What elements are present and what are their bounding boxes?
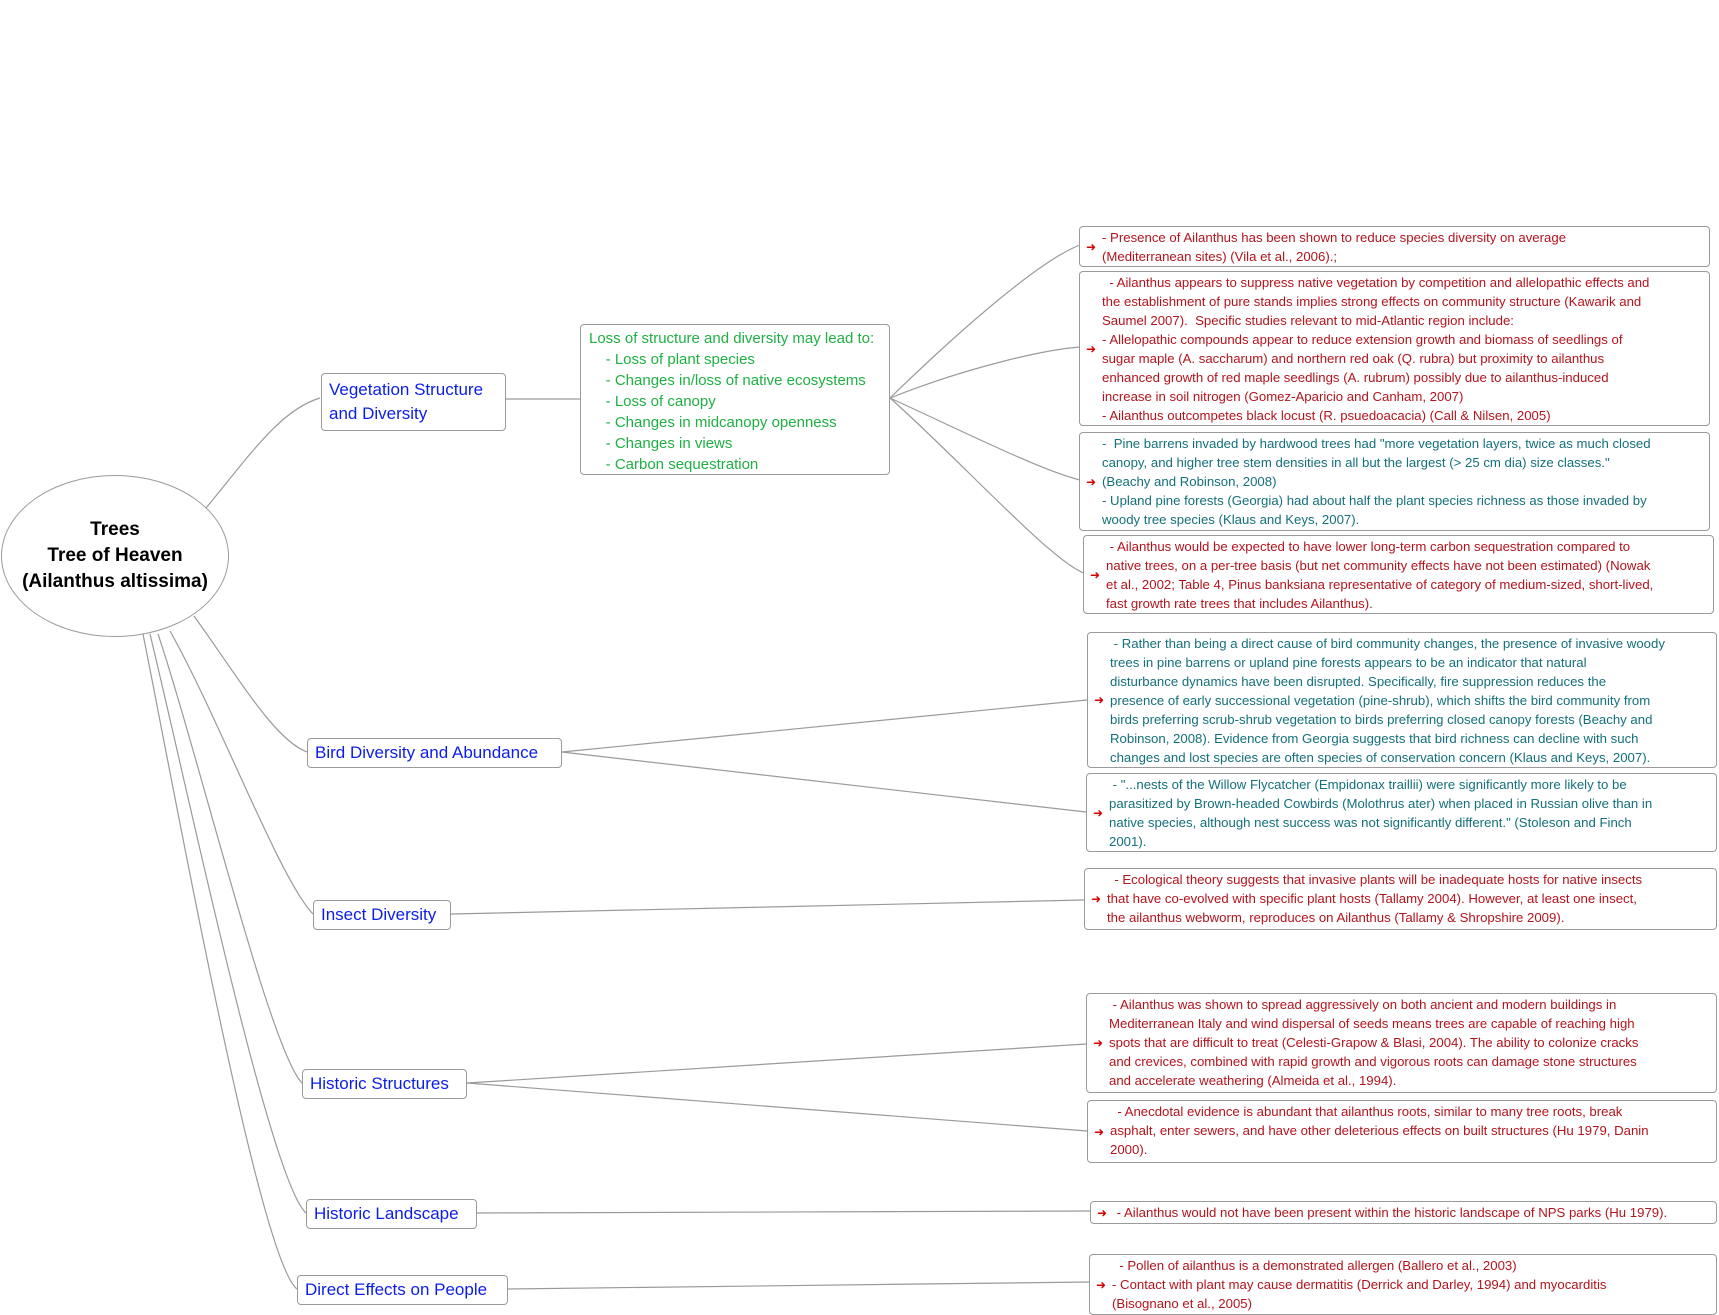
connector-landscape-1 bbox=[476, 1210, 1091, 1214]
red-arrow-icon: ➜ bbox=[1094, 693, 1105, 707]
red-arrow-icon: ➜ bbox=[1086, 239, 1097, 254]
branch-historic-structures[interactable]: Historic Structures bbox=[302, 1069, 467, 1099]
red-arrow-icon: ➜ bbox=[1086, 341, 1097, 356]
leaf-text: - Pine barrens invaded by hardwood trees… bbox=[1102, 436, 1651, 527]
leaf-text: - Ailanthus would be expected to have lo… bbox=[1106, 539, 1654, 611]
connector-root-insect bbox=[169, 630, 314, 915]
connector-summary-veg1 bbox=[889, 244, 1081, 399]
leaf-text: - Ailanthus was shown to spread aggressi… bbox=[1109, 997, 1639, 1088]
leaf-bird-flycatcher[interactable]: ➜ - "...nests of the Willow Flycatcher (… bbox=[1086, 773, 1717, 852]
leaf-text: - Pollen of ailanthus is a demonstrated … bbox=[1112, 1258, 1607, 1311]
red-arrow-icon: ➜ bbox=[1093, 805, 1104, 820]
connector-root-people bbox=[142, 633, 298, 1290]
leaf-veg-species-diversity[interactable]: ➜ - Presence of Ailanthus has been shown… bbox=[1079, 226, 1710, 267]
leaf-text: - Ailanthus would not have been present … bbox=[1113, 1205, 1668, 1220]
leaf-structures-roots[interactable]: ➜ - Anecdotal evidence is abundant that … bbox=[1087, 1100, 1717, 1163]
branch-direct-effects-people[interactable]: Direct Effects on People bbox=[297, 1275, 508, 1305]
red-arrow-icon: ➜ bbox=[1090, 567, 1101, 582]
leaf-text: - Ecological theory suggests that invasi… bbox=[1107, 872, 1643, 925]
root-node: Trees Tree of Heaven (Ailanthus altissim… bbox=[1, 475, 229, 637]
red-arrow-icon: ➜ bbox=[1094, 1124, 1105, 1139]
connector-root-structures bbox=[157, 633, 303, 1084]
root-subtitle: Tree of Heaven bbox=[47, 545, 183, 566]
vegetation-summary-node[interactable]: Loss of structure and diversity may lead… bbox=[580, 324, 890, 475]
connector-root-vegetation bbox=[205, 397, 321, 509]
connector-summary-veg4 bbox=[889, 397, 1085, 574]
red-arrow-icon: ➜ bbox=[1096, 1277, 1107, 1292]
leaf-text: - Rather than being a direct cause of bi… bbox=[1110, 636, 1665, 765]
leaf-insect-hosts[interactable]: ➜ - Ecological theory suggests that inva… bbox=[1084, 868, 1717, 930]
red-arrow-icon: ➜ bbox=[1091, 892, 1102, 906]
connector-summary-veg3 bbox=[889, 397, 1081, 481]
connector-structures-2 bbox=[466, 1082, 1088, 1132]
leaf-veg-pine-barrens[interactable]: ➜ - Pine barrens invaded by hardwood tre… bbox=[1079, 432, 1710, 531]
connector-bird-2 bbox=[561, 751, 1087, 813]
leaf-text: - Anecdotal evidence is abundant that ai… bbox=[1110, 1104, 1649, 1157]
connector-people-1 bbox=[507, 1281, 1090, 1290]
leaf-structures-spread[interactable]: ➜ - Ailanthus was shown to spread aggres… bbox=[1086, 993, 1717, 1093]
root-title: Trees bbox=[90, 519, 140, 540]
leaf-veg-native-suppression[interactable]: ➜ - Ailanthus appears to suppress native… bbox=[1079, 271, 1710, 426]
leaf-text: - Presence of Ailanthus has been shown t… bbox=[1102, 230, 1567, 264]
connector-root-bird bbox=[193, 615, 308, 753]
connector-root-landscape bbox=[149, 633, 307, 1214]
leaf-text: - "...nests of the Willow Flycatcher (Em… bbox=[1109, 777, 1653, 849]
leaf-veg-carbon[interactable]: ➜ - Ailanthus would be expected to have … bbox=[1083, 535, 1714, 614]
branch-insect-diversity[interactable]: Insect Diversity bbox=[313, 900, 451, 930]
branch-historic-landscape[interactable]: Historic Landscape bbox=[306, 1199, 477, 1229]
red-arrow-icon: ➜ bbox=[1093, 1036, 1104, 1050]
branch-bird-diversity[interactable]: Bird Diversity and Abundance bbox=[307, 738, 562, 768]
root-species: (Ailanthus altissima) bbox=[22, 571, 208, 592]
leaf-bird-community[interactable]: ➜ - Rather than being a direct cause of … bbox=[1087, 632, 1717, 768]
branch-vegetation-structure[interactable]: Vegetation Structure and Diversity bbox=[321, 373, 506, 431]
connector-summary-veg2 bbox=[889, 346, 1081, 399]
connector-insect-1 bbox=[450, 899, 1085, 915]
red-arrow-icon: ➜ bbox=[1086, 474, 1097, 489]
connector-structures-1 bbox=[466, 1043, 1087, 1084]
leaf-people-allergen[interactable]: ➜ - Pollen of ailanthus is a demonstrate… bbox=[1089, 1254, 1717, 1315]
leaf-text: - Ailanthus appears to suppress native v… bbox=[1102, 275, 1650, 423]
leaf-landscape-nps[interactable]: ➜ - Ailanthus would not have been presen… bbox=[1090, 1201, 1717, 1224]
red-arrow-icon: ➜ bbox=[1097, 1205, 1108, 1220]
connector-bird-1 bbox=[561, 699, 1088, 753]
